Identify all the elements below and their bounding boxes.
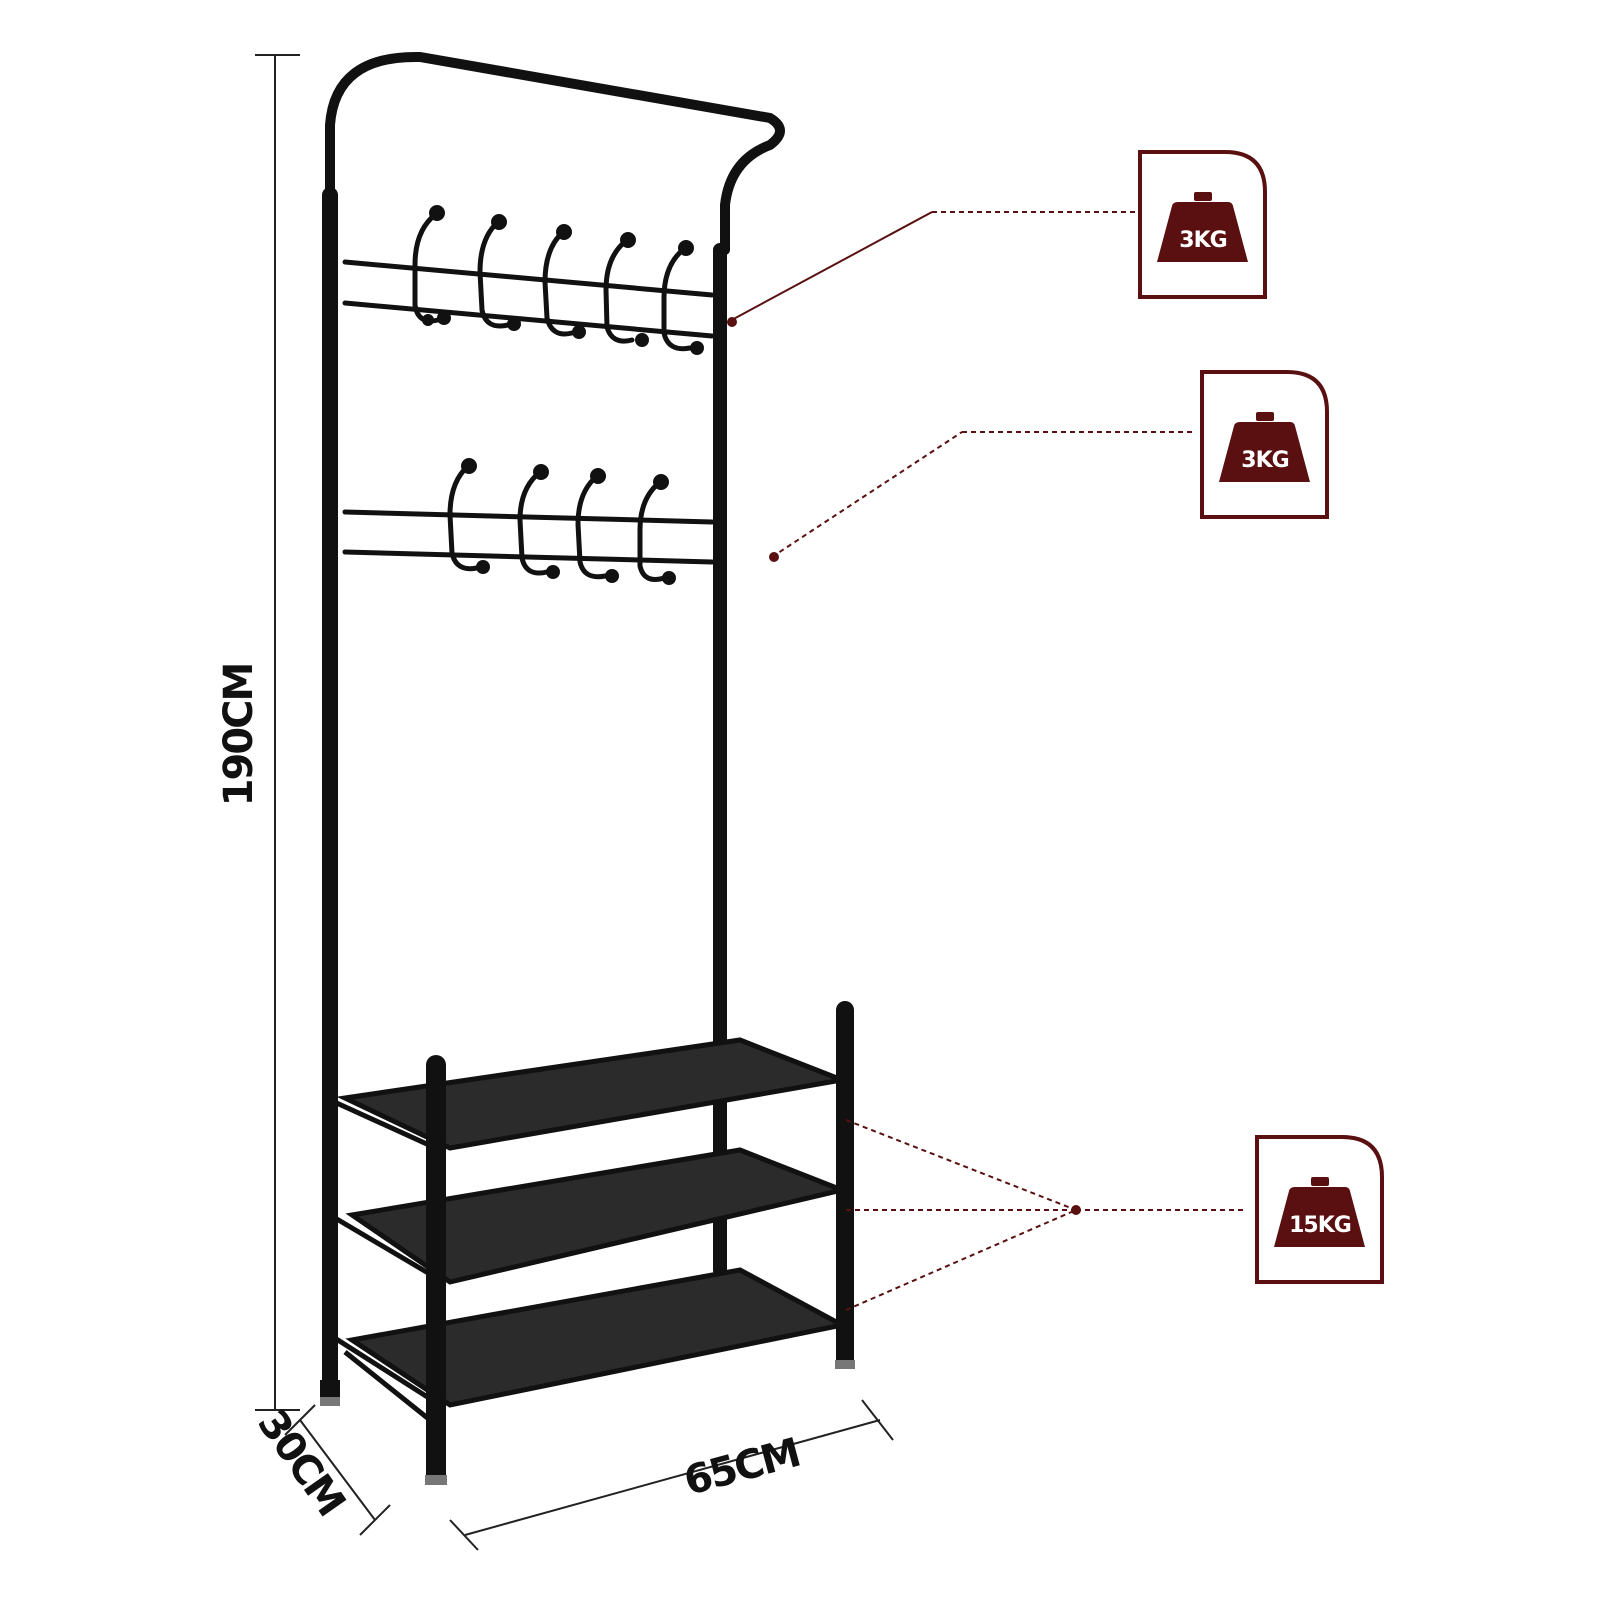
depth-dimension: [284, 1404, 391, 1536]
callout-leaders: [727, 211, 1247, 1311]
weight-icon: [1219, 412, 1310, 482]
height-label: 190CM: [216, 664, 262, 807]
callout-dots: [727, 317, 1081, 1215]
width-dimension: [449, 1399, 894, 1551]
load-label-lower: 3KG: [1241, 448, 1288, 473]
weight-icon: [1274, 1177, 1365, 1247]
load-badge-shoe-shelves: 15KG: [1255, 1135, 1384, 1284]
load-label-upper: 3KG: [1179, 228, 1226, 253]
hook-balls: [422, 205, 704, 585]
load-label-shelves: 15KG: [1289, 1213, 1351, 1238]
width-label: 65CM: [679, 1430, 804, 1505]
top-rail: [325, 51, 785, 255]
load-badge-lower-hooks: 3KG: [1200, 370, 1329, 519]
height-dimension: [255, 54, 300, 1411]
shoe-shelves: [320, 1001, 855, 1485]
shelf-middle: [345, 1147, 851, 1285]
shelf-top: [336, 1037, 852, 1151]
load-badge-upper-hooks: 3KG: [1138, 150, 1267, 299]
shelf-bottom: [345, 1267, 850, 1408]
lower-hooks: [447, 463, 667, 582]
weight-icon: [1157, 192, 1248, 262]
